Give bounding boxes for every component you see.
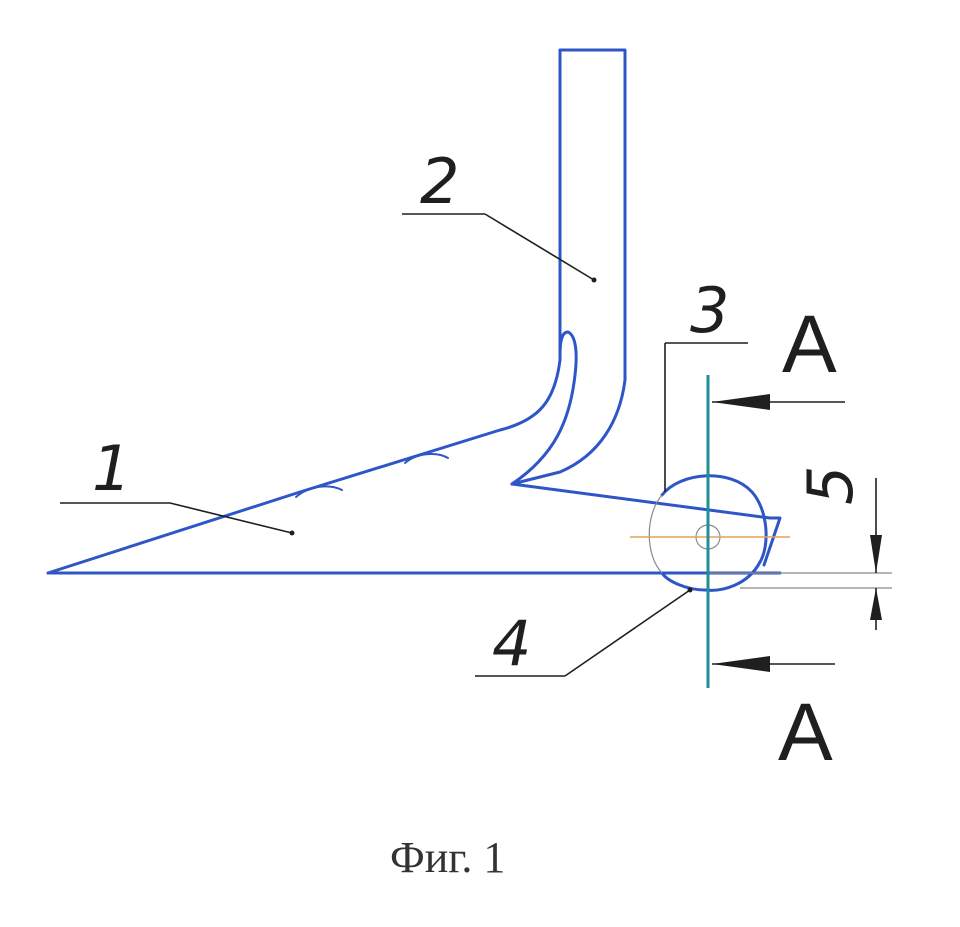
- dimension-5: [710, 478, 892, 630]
- label-part-4: 4: [492, 607, 531, 680]
- section-label-top: А: [782, 299, 837, 390]
- share-body-part-1: [46, 358, 782, 575]
- label-part-2: 2: [420, 145, 459, 218]
- label-dimension-5: 5: [794, 466, 867, 505]
- stand-part-2: [510, 48, 627, 486]
- section-label-bottom: А: [778, 687, 833, 778]
- leader-lines: [60, 213, 748, 677]
- section-line-a-a: [706, 375, 845, 688]
- wing-part-3: [510, 482, 782, 567]
- label-part-3: 3: [690, 274, 729, 347]
- figure-caption: Фиг. 1: [390, 833, 505, 882]
- label-part-1: 1: [92, 432, 131, 505]
- roller-part-4: [630, 474, 790, 600]
